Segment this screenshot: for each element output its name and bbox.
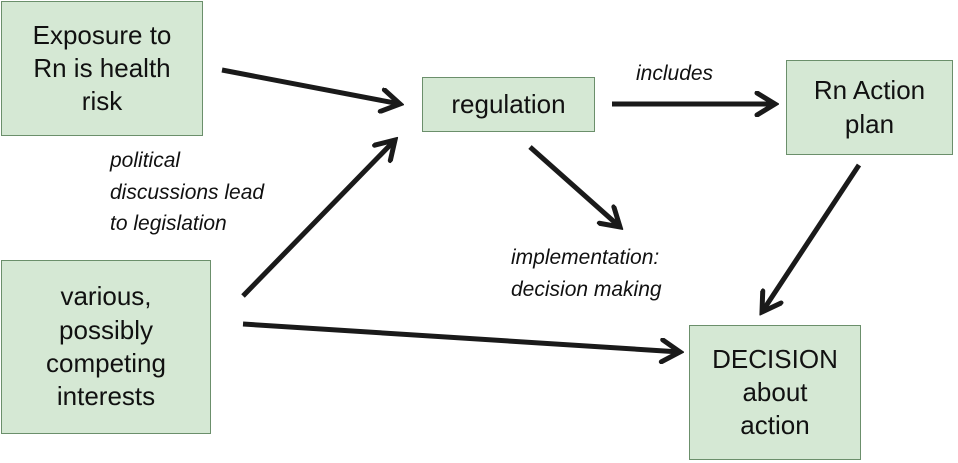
label-includes: includes bbox=[636, 58, 713, 90]
node-exposure: Exposure to Rn is health risk bbox=[1, 1, 203, 136]
node-decision-line-3: action bbox=[740, 410, 810, 441]
node-decision: DECISION about action bbox=[689, 325, 861, 460]
node-interests-line-3: competing bbox=[46, 348, 166, 378]
arrow-action-plan-to-decision bbox=[762, 163, 862, 312]
node-action-plan: Rn Action plan bbox=[786, 60, 953, 155]
node-exposure-line-2: Rn is health bbox=[33, 52, 171, 83]
label-political-line-3: to legislation bbox=[110, 212, 227, 235]
arrow-interests-to-decision bbox=[242, 321, 680, 352]
node-decision-line-2: about bbox=[742, 376, 808, 407]
node-interests-line-2: possibly bbox=[59, 314, 153, 345]
arrow-exposure-to-regulation bbox=[221, 67, 400, 104]
node-regulation-label: regulation bbox=[451, 88, 566, 119]
node-action-plan-line-1: Rn Action bbox=[813, 75, 926, 106]
node-action-plan-line-2: plan bbox=[844, 108, 895, 139]
label-political-line-1: political bbox=[110, 149, 181, 172]
node-exposure-line-1: Exposure to bbox=[32, 19, 172, 50]
node-interests-line-1: various, bbox=[60, 281, 152, 312]
node-interests-line-4: interests bbox=[56, 381, 156, 412]
arrow-interests-to-regulation bbox=[241, 140, 395, 298]
label-political-line-2: discussions lead bbox=[110, 180, 265, 204]
label-political: political discussions lead to legislatio… bbox=[110, 145, 264, 240]
node-interests: various, possibly competing interests bbox=[1, 260, 211, 434]
node-regulation: regulation bbox=[422, 77, 595, 132]
label-includes-line-1: includes bbox=[636, 62, 714, 85]
node-decision-line-1: DECISION bbox=[712, 343, 838, 374]
label-implementation-line-1: implementation: bbox=[511, 246, 660, 269]
label-implementation-line-2: decision making bbox=[511, 277, 662, 301]
label-implementation: implementation: decision making bbox=[511, 242, 662, 305]
arrow-regulation-to-implementation bbox=[528, 145, 620, 227]
node-exposure-line-3: risk bbox=[81, 86, 123, 117]
